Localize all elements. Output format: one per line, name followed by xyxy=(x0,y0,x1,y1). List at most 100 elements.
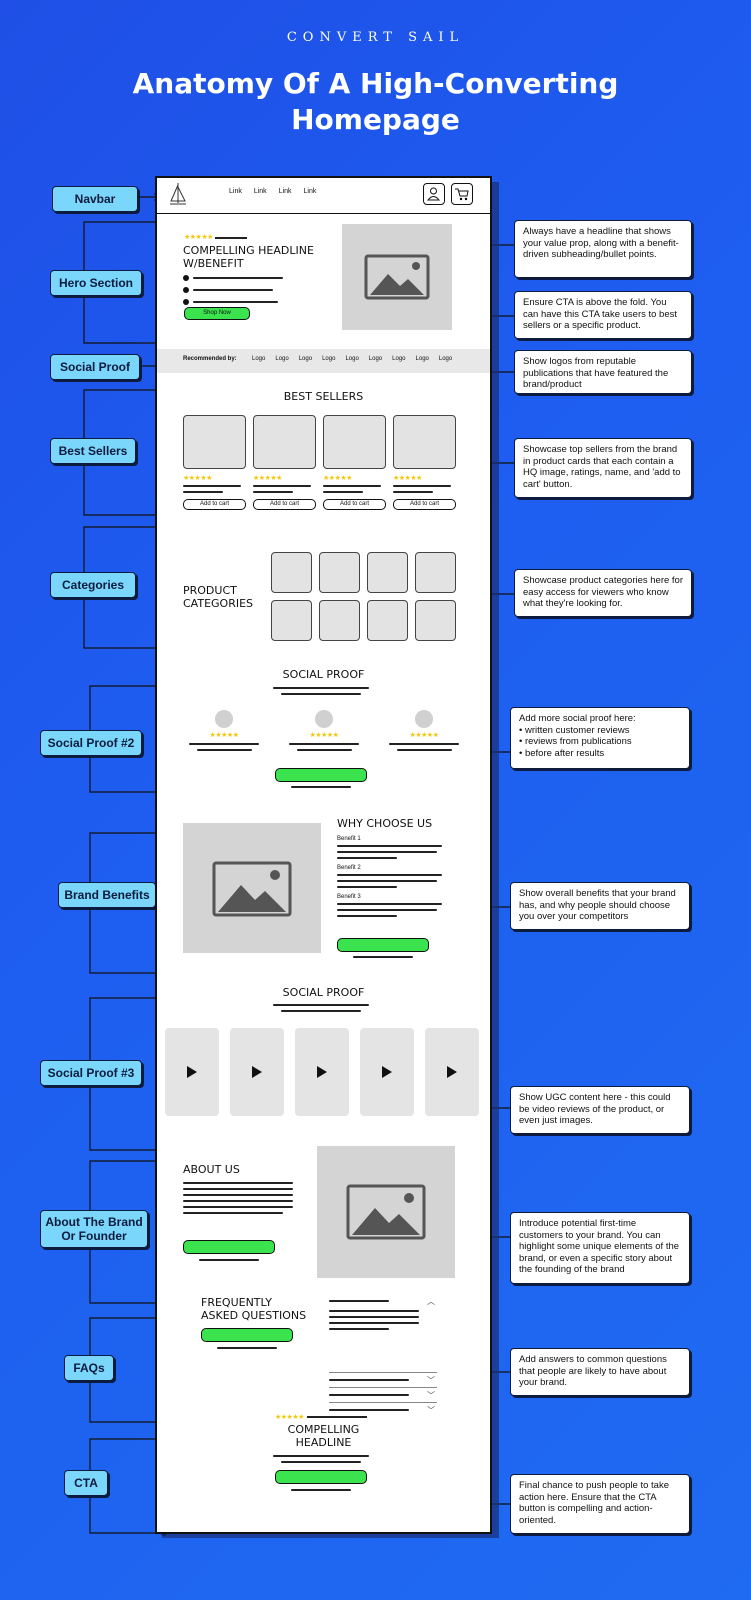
final-cta-button[interactable] xyxy=(275,1470,367,1484)
ugc-video[interactable] xyxy=(425,1028,479,1116)
product-card[interactable]: ★★★★★ Add to cart xyxy=(183,415,246,510)
label-social-proof-2: Social Proof #2 xyxy=(40,730,142,756)
reviews-cta-button[interactable] xyxy=(275,768,367,782)
title-line-2: Homepage xyxy=(291,103,460,136)
label-about-line-1: About The Brand xyxy=(45,1215,143,1229)
image-placeholder-icon xyxy=(212,861,292,917)
image-placeholder-icon xyxy=(364,254,430,300)
logos-bar xyxy=(157,349,490,373)
nav-link[interactable]: Link xyxy=(253,188,267,195)
note-social-proof-2: Add more social proof here: written cust… xyxy=(510,707,690,769)
label-best-sellers: Best Sellers xyxy=(50,438,136,464)
add-to-cart-button[interactable]: Add to cart xyxy=(393,499,456,510)
homepage-wireframe: Link Link Link Link ★★★★★ COMPELLING HEA… xyxy=(155,176,492,1534)
chevron-up-icon: ︿ xyxy=(427,1297,435,1306)
hero-image xyxy=(342,224,452,330)
publication-logo: Logo xyxy=(275,356,289,362)
note-social-proof: Show logos from reputable publications t… xyxy=(514,350,692,394)
shop-now-button[interactable]: Shop Now xyxy=(184,307,250,320)
faq-cta-button[interactable] xyxy=(201,1328,293,1342)
product-image xyxy=(323,415,386,469)
publication-logo: Logo xyxy=(438,356,453,362)
social-proof-2-title: SOCIAL PROOF xyxy=(282,668,365,681)
nav-link[interactable]: Link xyxy=(303,188,317,195)
faq-item[interactable]: ﹀ xyxy=(329,1373,437,1388)
label-social-proof-3: Social Proof #3 xyxy=(40,1060,142,1086)
ugc-row xyxy=(165,1028,479,1116)
account-icon[interactable] xyxy=(423,183,445,205)
category-tile[interactable] xyxy=(271,600,312,641)
ugc-video[interactable] xyxy=(230,1028,284,1116)
label-categories: Categories xyxy=(50,572,136,598)
product-card[interactable]: ★★★★★ Add to cart xyxy=(323,415,386,510)
about-image xyxy=(317,1146,455,1278)
faq-item[interactable]: ﹀ xyxy=(329,1388,437,1403)
brand-logo: CONVERT SAIL xyxy=(286,30,465,45)
list-item xyxy=(183,275,283,281)
note-categories: Showcase product categories here for eas… xyxy=(514,569,692,617)
category-tile[interactable] xyxy=(367,600,408,641)
benefit-item: Benefit 1 xyxy=(337,836,447,859)
label-social-proof: Social Proof xyxy=(50,354,140,380)
label-faqs: FAQs xyxy=(64,1355,114,1381)
chevron-down-icon: ﹀ xyxy=(427,1406,435,1415)
cta-headline-line-1: COMPELLING xyxy=(287,1423,360,1436)
ugc-video[interactable] xyxy=(360,1028,414,1116)
add-to-cart-button[interactable]: Add to cart xyxy=(323,499,386,510)
label-hero-section: Hero Section xyxy=(50,270,142,296)
label-navbar: Navbar xyxy=(52,186,138,212)
why-choose-us-title: WHY CHOOSE US xyxy=(337,817,433,830)
nav-link[interactable]: Link xyxy=(229,188,242,195)
product-stars: ★★★★★ xyxy=(323,475,352,482)
note-social-proof-2-list: written customer reviews reviews from pu… xyxy=(519,725,681,760)
note-social-proof-2-intro: Add more social proof here: xyxy=(519,713,636,724)
category-tile[interactable] xyxy=(271,552,312,593)
check-icon xyxy=(183,275,189,281)
about-cta-button[interactable] xyxy=(183,1240,275,1254)
product-stars: ★★★★★ xyxy=(393,475,422,482)
chevron-down-icon: ﹀ xyxy=(427,1376,435,1385)
faq-item[interactable]: ﹀ xyxy=(329,1403,437,1417)
faq-title-line-2: ASKED QUESTIONS xyxy=(201,1309,307,1322)
category-tile[interactable] xyxy=(319,600,360,641)
publication-logo: Logo xyxy=(368,356,383,362)
category-tile[interactable] xyxy=(367,552,408,593)
about-text xyxy=(183,1182,293,1214)
cta-headline: COMPELLING HEADLINE xyxy=(157,1423,490,1449)
ugc-video[interactable] xyxy=(165,1028,219,1116)
label-about-brand: About The Brand Or Founder xyxy=(40,1210,148,1248)
note-brand-benefits: Show overall benefits that your brand ha… xyxy=(510,882,690,930)
add-to-cart-button[interactable]: Add to cart xyxy=(183,499,246,510)
benefit-item: Benefit 2 xyxy=(337,865,447,888)
review-card: ★★★★★ xyxy=(189,710,259,751)
note-hero-cta: Ensure CTA is above the fold. You can ha… xyxy=(514,291,692,339)
publication-logo: Logo xyxy=(322,356,336,362)
list-item: written customer reviews xyxy=(519,725,681,737)
reviews-row: ★★★★★ ★★★★★ ★★★★★ xyxy=(189,710,459,751)
cart-icon[interactable] xyxy=(451,183,473,205)
note-social-proof-3: Show UGC content here - this could be vi… xyxy=(510,1086,690,1134)
product-cards: ★★★★★ Add to cart ★★★★★ Add to cart ★★★★… xyxy=(183,415,456,510)
play-icon xyxy=(317,1066,327,1078)
title-line-1: Anatomy Of A High-Converting xyxy=(132,67,619,100)
check-icon xyxy=(183,287,189,293)
nav-link[interactable]: Link xyxy=(278,188,292,195)
benefits-cta-button[interactable] xyxy=(337,938,429,952)
ugc-video[interactable] xyxy=(295,1028,349,1116)
category-tile[interactable] xyxy=(415,552,456,593)
publication-logo: Logo xyxy=(298,356,313,362)
faq-item-open[interactable]: ︿ xyxy=(329,1296,437,1373)
faq-title-line-1: FREQUENTLY xyxy=(201,1296,272,1309)
list-item: before after results xyxy=(519,748,681,760)
benefit-label: Benefit 1 xyxy=(337,836,361,842)
product-card[interactable]: ★★★★★ Add to cart xyxy=(393,415,456,510)
add-to-cart-button[interactable]: Add to cart xyxy=(253,499,316,510)
category-tile[interactable] xyxy=(415,600,456,641)
benefits-image xyxy=(183,823,321,953)
category-tile[interactable] xyxy=(319,552,360,593)
label-cta: CTA xyxy=(64,1470,108,1496)
note-best-sellers: Showcase top sellers from the brand in p… xyxy=(514,438,692,498)
note-hero-headline: Always have a headline that shows your v… xyxy=(514,220,692,278)
product-card[interactable]: ★★★★★ Add to cart xyxy=(253,415,316,510)
image-placeholder-icon xyxy=(346,1184,426,1240)
